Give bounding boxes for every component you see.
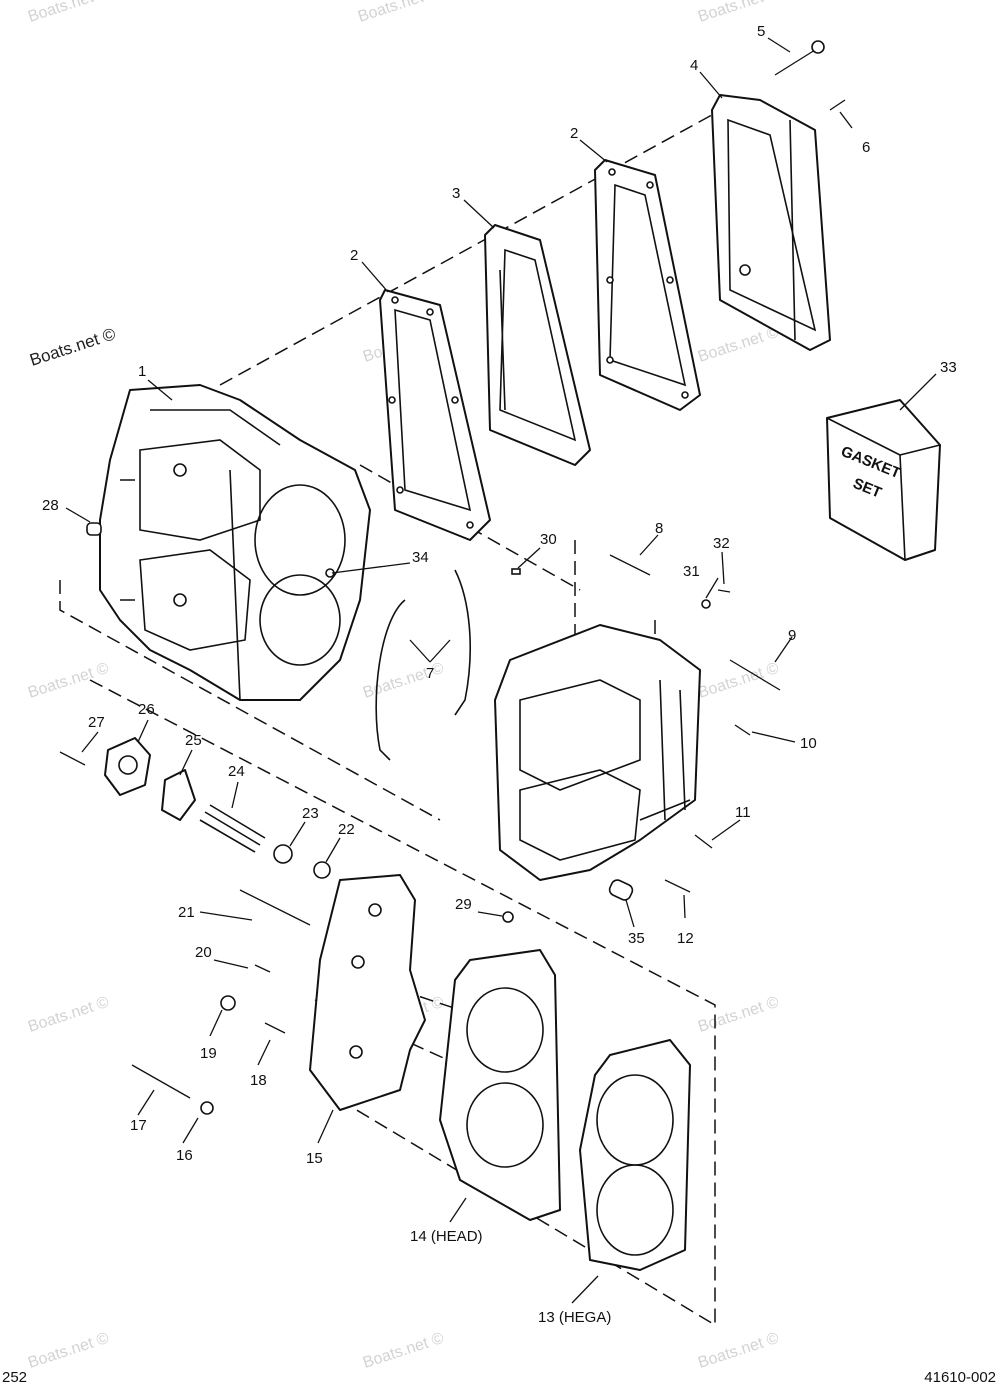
callout-30: 30 (540, 531, 557, 548)
callout-24: 24 (228, 763, 245, 780)
pin-28 (86, 522, 102, 536)
watermark: Boats.net © (26, 0, 111, 26)
gasket-25 (161, 769, 196, 821)
callout-labels: 1 2 2 3 4 5 6 7 8 9 10 11 12 13 (HEGA) 1… (42, 23, 957, 1326)
screw-31 (701, 599, 711, 609)
gasket-left (379, 289, 491, 541)
callout-7: 7 (426, 665, 434, 682)
callout-16: 16 (176, 1147, 193, 1164)
washer-16 (200, 1101, 214, 1115)
callout-20: 20 (195, 944, 212, 961)
watermark: Boats.net © (361, 1330, 446, 1372)
gasket-set-box: GASKET SET (826, 399, 941, 561)
callout-35: 35 (628, 930, 645, 947)
callout-19: 19 (200, 1045, 217, 1062)
crankcase (494, 624, 701, 881)
fitting-10 (734, 724, 751, 736)
screw-6 (829, 99, 846, 111)
callout-3: 3 (452, 185, 460, 202)
bolt-9 (729, 659, 781, 691)
bolt-17 (131, 1064, 191, 1099)
callout-8: 8 (655, 520, 663, 537)
callout-34: 34 (412, 549, 429, 566)
cylinder-head-14 (439, 949, 561, 1221)
callout-10: 10 (800, 735, 817, 752)
spring-24 (199, 804, 266, 853)
fitting-18 (264, 1022, 286, 1034)
callout-15: 15 (306, 1150, 323, 1167)
watermark: Boats.net © (696, 324, 781, 366)
leader-lines (65, 37, 937, 1304)
callout-23: 23 (302, 805, 319, 822)
callout-22: 22 (338, 821, 355, 838)
exhaust-cover (711, 94, 831, 351)
callout-11: 11 (735, 804, 751, 821)
sensor-21 (239, 889, 311, 926)
screw-27 (59, 751, 86, 766)
watermark: Boats.net © (696, 660, 781, 702)
gasket-right (594, 159, 701, 411)
bolt-12 (664, 879, 691, 893)
footer-left-code: 252 (2, 1369, 27, 1385)
callout-32: 32 (713, 535, 730, 552)
bolt-5 (774, 40, 825, 76)
plate-15 (309, 874, 426, 1111)
dowel-35 (608, 879, 634, 901)
watermark: Boats.net © (26, 994, 111, 1036)
hose-7 (375, 569, 471, 761)
screw-32 (717, 589, 731, 593)
callout-17: 17 (130, 1117, 147, 1134)
callout-25: 25 (185, 732, 202, 749)
callout-12: 12 (677, 930, 694, 947)
callout-5: 5 (757, 23, 765, 40)
watermark-prominent: Boats.net © (27, 324, 118, 370)
bolt-11 (694, 834, 713, 849)
callout-2: 2 (350, 247, 358, 264)
watermark: Boats.net © (696, 1330, 781, 1372)
screw-20 (254, 964, 271, 973)
dowel-30 (511, 568, 521, 575)
oring-19 (220, 995, 236, 1011)
fitting-23 (273, 844, 293, 864)
footer-right-code: 41610-002 (924, 1369, 996, 1385)
callout-1: 1 (138, 363, 146, 380)
nut-29 (502, 911, 514, 923)
callout-33: 33 (940, 359, 957, 376)
callout-27: 27 (88, 714, 105, 731)
callout-6: 6 (862, 139, 870, 156)
watermark: Boats.net © (696, 994, 781, 1036)
callout-31: 31 (683, 563, 700, 580)
callout-26: 26 (138, 701, 155, 718)
watermark: Boats.net © (26, 1330, 111, 1372)
callout-2: 2 (570, 125, 578, 142)
watermark: Boats.net © (696, 0, 781, 26)
transfer-cover (484, 224, 591, 466)
head-gasket-13 (579, 1039, 691, 1271)
watermark: Boats.net © (356, 0, 441, 26)
callout-21: 21 (178, 904, 195, 921)
watermark: Boats.net © (26, 660, 111, 702)
callout-18: 18 (250, 1072, 267, 1089)
callout-29: 29 (455, 896, 472, 913)
callout-28: 28 (42, 497, 59, 514)
bolt-8 (609, 554, 651, 576)
cylinder-block (99, 384, 371, 701)
washer-22 (313, 861, 331, 879)
callout-14: 14 (HEAD) (410, 1228, 483, 1245)
thermostat-cover-26 (104, 737, 151, 796)
callout-4: 4 (690, 57, 698, 74)
callout-13: 13 (HEGA) (538, 1309, 611, 1326)
callout-9: 9 (788, 627, 796, 644)
